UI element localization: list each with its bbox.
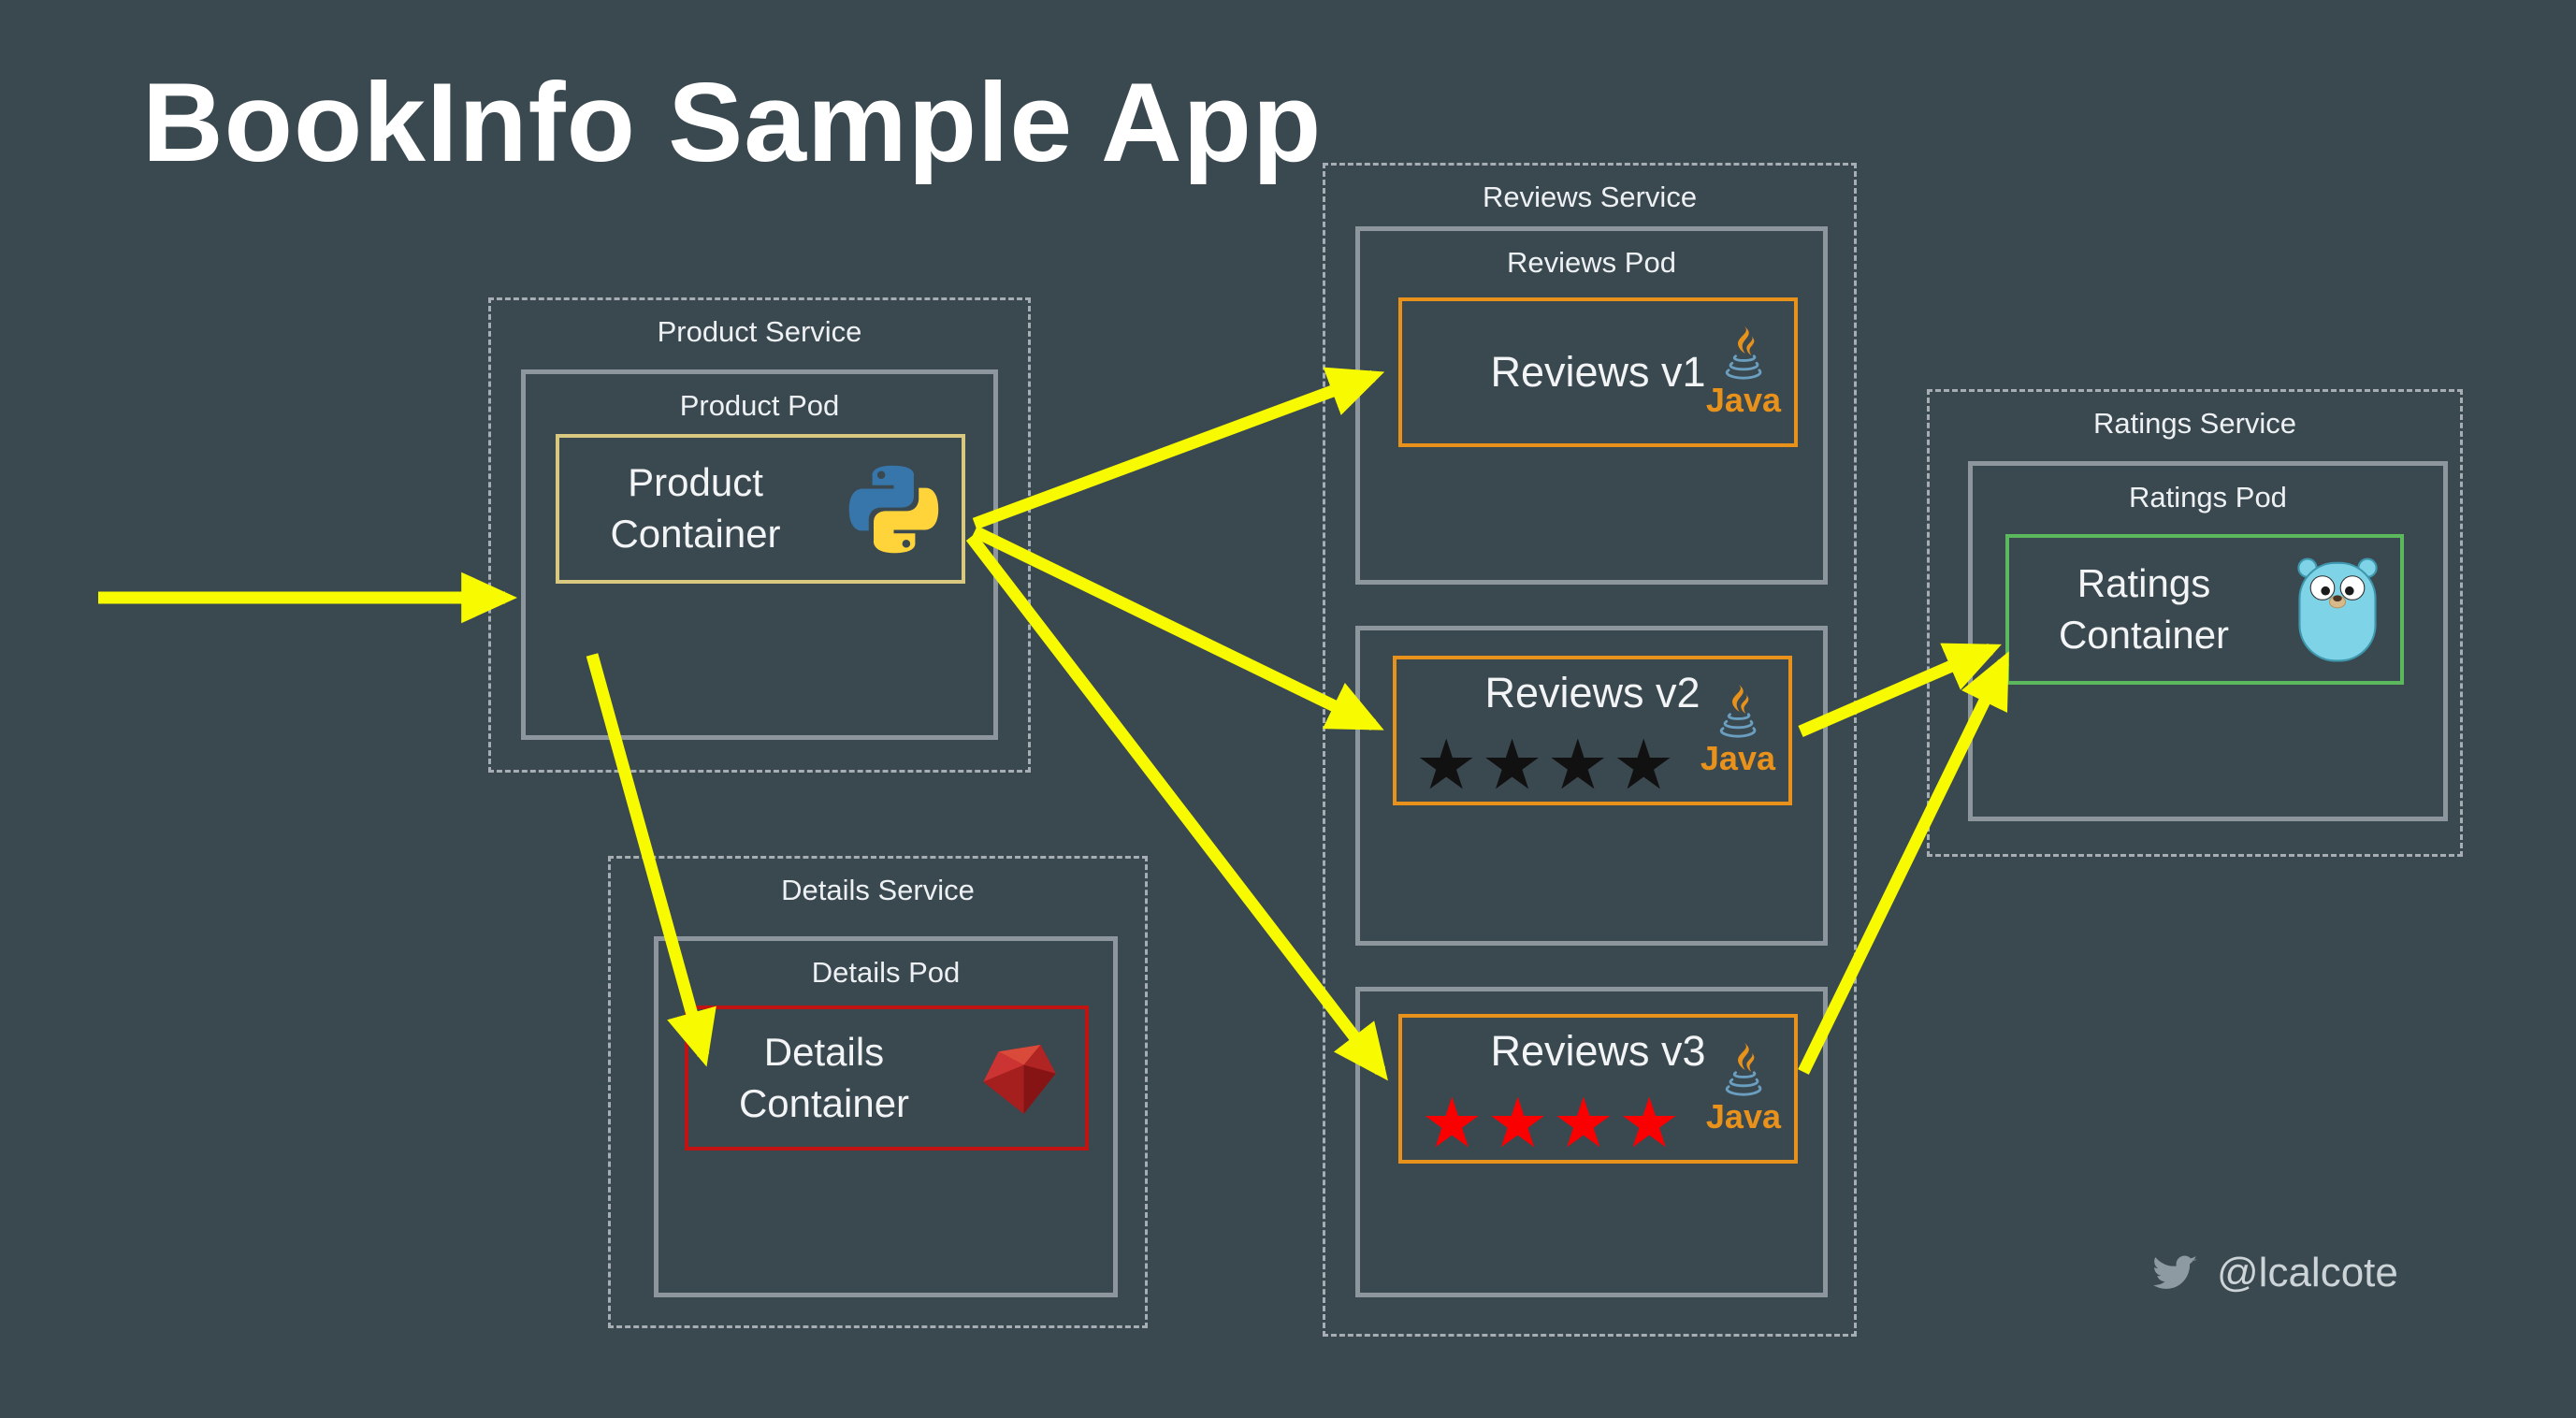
python-logo-icon xyxy=(848,465,938,553)
java-label: Java xyxy=(1705,381,1781,419)
ratings-service-label: Ratings Service xyxy=(2092,407,2297,440)
java-logo-icon xyxy=(1725,1042,1762,1096)
reviews-v3-stars: ★★★★ xyxy=(1421,1084,1685,1162)
java-logo-icon xyxy=(1725,326,1762,380)
arrow-product-to-reviews-v1 xyxy=(972,367,1385,530)
java-badge: Java xyxy=(1700,683,1775,778)
product-service-box: Product Service xyxy=(488,297,1031,773)
arrow-product-to-reviews-v2 xyxy=(972,526,1384,731)
reviews-pod-label: Reviews Pod xyxy=(1507,246,1676,279)
details-pod-label: Details Pod xyxy=(811,956,961,989)
reviews-v3-label: Reviews v3 xyxy=(1490,1027,1706,1075)
ruby-logo-icon xyxy=(983,1044,1056,1114)
twitter-bird-icon xyxy=(2153,1255,2197,1289)
ratings-service-box: Ratings Service xyxy=(1927,389,2463,857)
details-pod-box: Details Pod xyxy=(654,936,1118,1297)
java-label: Java xyxy=(1700,739,1775,777)
twitter-credit: @lcalcote xyxy=(2149,1250,2398,1296)
reviews-v2-label: Reviews v2 xyxy=(1484,669,1700,716)
product-container-box: Product Container xyxy=(556,434,965,584)
reviews-v2-stars: ★★★★ xyxy=(1415,726,1679,803)
reviews-v3-container-box: Reviews v3 ★★★★ Java xyxy=(1398,1014,1798,1164)
java-badge: Java xyxy=(1706,325,1781,420)
java-badge: Java xyxy=(1706,1041,1781,1136)
ratings-container-label: Ratings Container xyxy=(2058,560,2230,657)
ratings-pod-box: Ratings Pod xyxy=(1968,461,2448,821)
reviews-v1-label: Reviews v1 xyxy=(1490,348,1706,396)
details-service-label: Details Service xyxy=(781,874,975,906)
page-title: BookInfo Sample App xyxy=(142,60,1323,185)
product-service-label: Product Service xyxy=(657,315,862,348)
details-container-label: Details Container xyxy=(738,1029,910,1125)
reviews-v1-container-box: Reviews v1 Java xyxy=(1398,297,1798,447)
reviews-service-label: Reviews Service xyxy=(1482,181,1698,213)
details-container-box: Details Container xyxy=(685,1006,1089,1150)
details-service-box: Details Service xyxy=(608,856,1148,1328)
reviews-pod-3-box xyxy=(1355,987,1828,1297)
java-logo-icon xyxy=(1719,684,1757,738)
java-label: Java xyxy=(1705,1097,1781,1136)
twitter-handle: @lcalcote xyxy=(2217,1250,2398,1295)
reviews-v2-container-box: Reviews v2 ★★★★ Java xyxy=(1393,656,1792,805)
product-container-label: Product Container xyxy=(610,460,781,556)
product-pod-label: Product Pod xyxy=(679,389,840,422)
go-gopher-logo-icon xyxy=(2297,557,2378,661)
ratings-pod-label: Ratings Pod xyxy=(2129,481,2287,514)
reviews-pod-1-box: Reviews Pod xyxy=(1355,226,1828,585)
ratings-container-box: Ratings Container xyxy=(2005,534,2404,685)
